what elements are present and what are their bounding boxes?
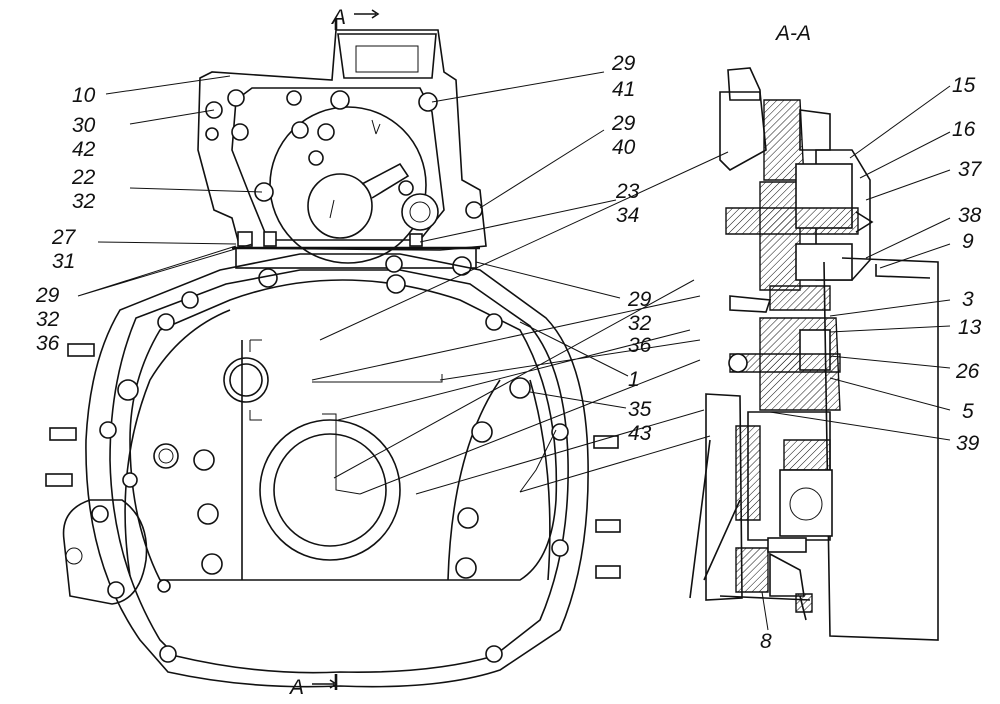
callout-42: 42 <box>72 138 96 161</box>
callout-16: 16 <box>952 118 976 141</box>
callout-1: 1 <box>628 368 640 391</box>
section-view <box>689 67 939 641</box>
callout-29: 29 <box>611 112 636 135</box>
callout-43: 43 <box>628 422 652 445</box>
callout-29: 29 <box>35 284 60 307</box>
callout-23: 23 <box>615 180 640 203</box>
callout-34: 34 <box>616 204 639 227</box>
front-view <box>45 18 729 690</box>
callout-36: 36 <box>628 334 652 357</box>
callout-10: 10 <box>72 84 96 107</box>
callout-30: 30 <box>72 114 96 137</box>
callout-40: 40 <box>612 136 636 159</box>
callout-15: 15 <box>952 74 976 97</box>
callout-3: 3 <box>962 288 974 311</box>
callout-9: 9 <box>962 230 974 253</box>
section-mark-bottom: А <box>288 676 304 699</box>
callout-27: 27 <box>51 226 77 249</box>
callout-29: 29 <box>627 288 652 311</box>
callout-39: 39 <box>956 432 980 455</box>
callout-13: 13 <box>958 316 982 339</box>
callout-32: 32 <box>628 312 652 335</box>
callout-32: 32 <box>72 190 96 213</box>
callout-36: 36 <box>36 332 60 355</box>
section-mark-top: А <box>330 6 346 29</box>
leader-lines <box>77 71 951 631</box>
callout-8: 8 <box>760 630 772 653</box>
callout-29: 29 <box>611 52 636 75</box>
section-title: А-А <box>774 22 811 45</box>
section-marks: А А А-А <box>288 6 811 699</box>
callout-32: 32 <box>36 308 60 331</box>
callout-31: 31 <box>52 250 75 273</box>
callout-38: 38 <box>958 204 982 227</box>
callout-41: 41 <box>612 78 635 101</box>
callout-22: 22 <box>71 166 96 189</box>
callout-labels: 10 30 42 22 32 27 31 29 32 36 29 41 29 4… <box>35 52 983 653</box>
callout-35: 35 <box>628 398 652 421</box>
callout-5: 5 <box>962 400 974 423</box>
callout-26: 26 <box>955 360 980 383</box>
callout-37: 37 <box>958 158 983 181</box>
